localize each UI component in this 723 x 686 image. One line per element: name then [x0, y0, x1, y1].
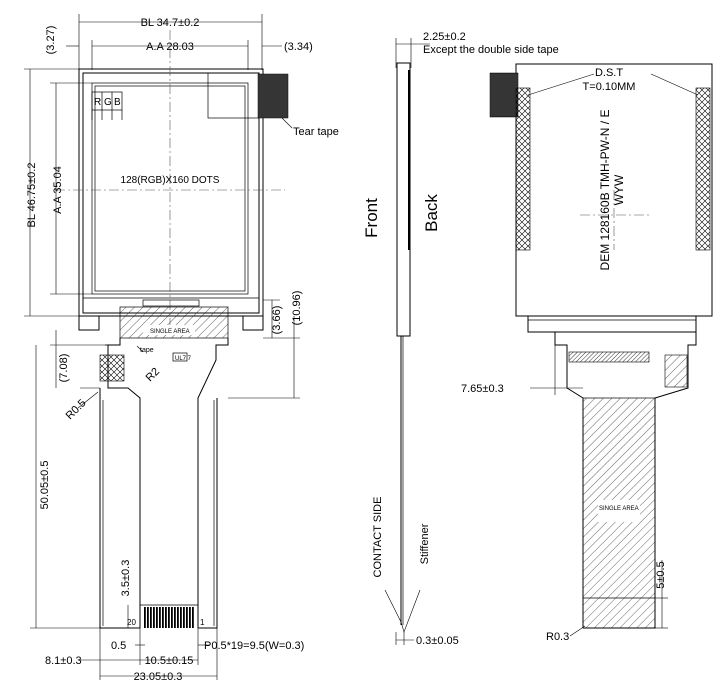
- tape-label: tape: [140, 347, 154, 354]
- dim-7-65-label: 7.65±0.3: [461, 383, 504, 395]
- model-line2-label: WYW: [612, 174, 626, 205]
- thickness-note-label: Except the double side tape: [423, 44, 559, 56]
- pitch-label: P0.5*19=9.5(W=0.3): [204, 640, 304, 652]
- dim-0-5-label: 0.5: [111, 640, 126, 652]
- r0-5-label: R0.5: [64, 397, 89, 422]
- dst-label: D.S.T: [595, 67, 623, 79]
- stiffener-label: Stiffener: [419, 523, 431, 564]
- rgb-b-label: B: [114, 97, 121, 108]
- tear-tape-label: Tear tape: [293, 126, 339, 138]
- stiffener-length-label: 3.5±0.3: [120, 560, 132, 597]
- thickness-label: 2.25±0.2: [423, 31, 466, 43]
- r0-3-label: R0.3: [546, 631, 569, 643]
- left-offset-label: 8.1±0.3: [45, 655, 82, 667]
- back-view: [489, 63, 713, 637]
- contact-side-label: CONTACT SIDE: [372, 497, 384, 578]
- top-right-offset-label: (3.34): [284, 41, 313, 53]
- ul-label: UL7 7: [175, 356, 192, 362]
- aa-height-label: A.A 35.04: [52, 166, 64, 214]
- bl-width-label: BL 34.7±0.2: [141, 17, 200, 29]
- dim-10-96-label: (10.96): [291, 291, 303, 326]
- back-label: Back: [422, 194, 441, 232]
- labels: BL 34.7±0.2 A.A 28.03 (3.27) (3.34) BL 4…: [26, 17, 667, 683]
- aa-width-label: A.A 28.03: [146, 41, 194, 53]
- contact-width-label: 10.5±0.15: [145, 655, 194, 667]
- top-left-offset-label: (3.27): [45, 26, 57, 55]
- fpc-length-label: 50.05±0.5: [39, 461, 51, 510]
- fpc-thickness-label: 0.3±0.05: [416, 635, 459, 647]
- bl-height-label: BL 46.75±0.2: [26, 163, 38, 228]
- pin-20-label: 20: [127, 618, 136, 627]
- resolution-label: 128(RGB)X160 DOTS: [121, 175, 220, 186]
- fpc-total-width-label: 23.05±0.3: [134, 671, 183, 683]
- dim-5-label: 5±0.5: [655, 561, 667, 588]
- dim-7-08-label: (7.08): [58, 354, 70, 383]
- rgb-r-label: R: [94, 97, 101, 108]
- single-area-label: SINGLE AREA: [150, 329, 190, 335]
- rgb-g-label: G: [104, 97, 112, 108]
- dim-3-66-label: (3.66): [271, 306, 283, 335]
- side-view: [384, 38, 430, 645]
- front-view: [24, 14, 300, 680]
- dst-thickness-label: T=0.10MM: [583, 81, 636, 93]
- front-label: Front: [362, 198, 381, 238]
- pin-1-label: 1: [200, 618, 205, 627]
- model-line1-label: DEM 128160B TMH-PW-N / E: [598, 110, 612, 271]
- back-single-area-label: SINGLE AREA: [599, 506, 639, 512]
- r2-label: R2: [144, 366, 162, 384]
